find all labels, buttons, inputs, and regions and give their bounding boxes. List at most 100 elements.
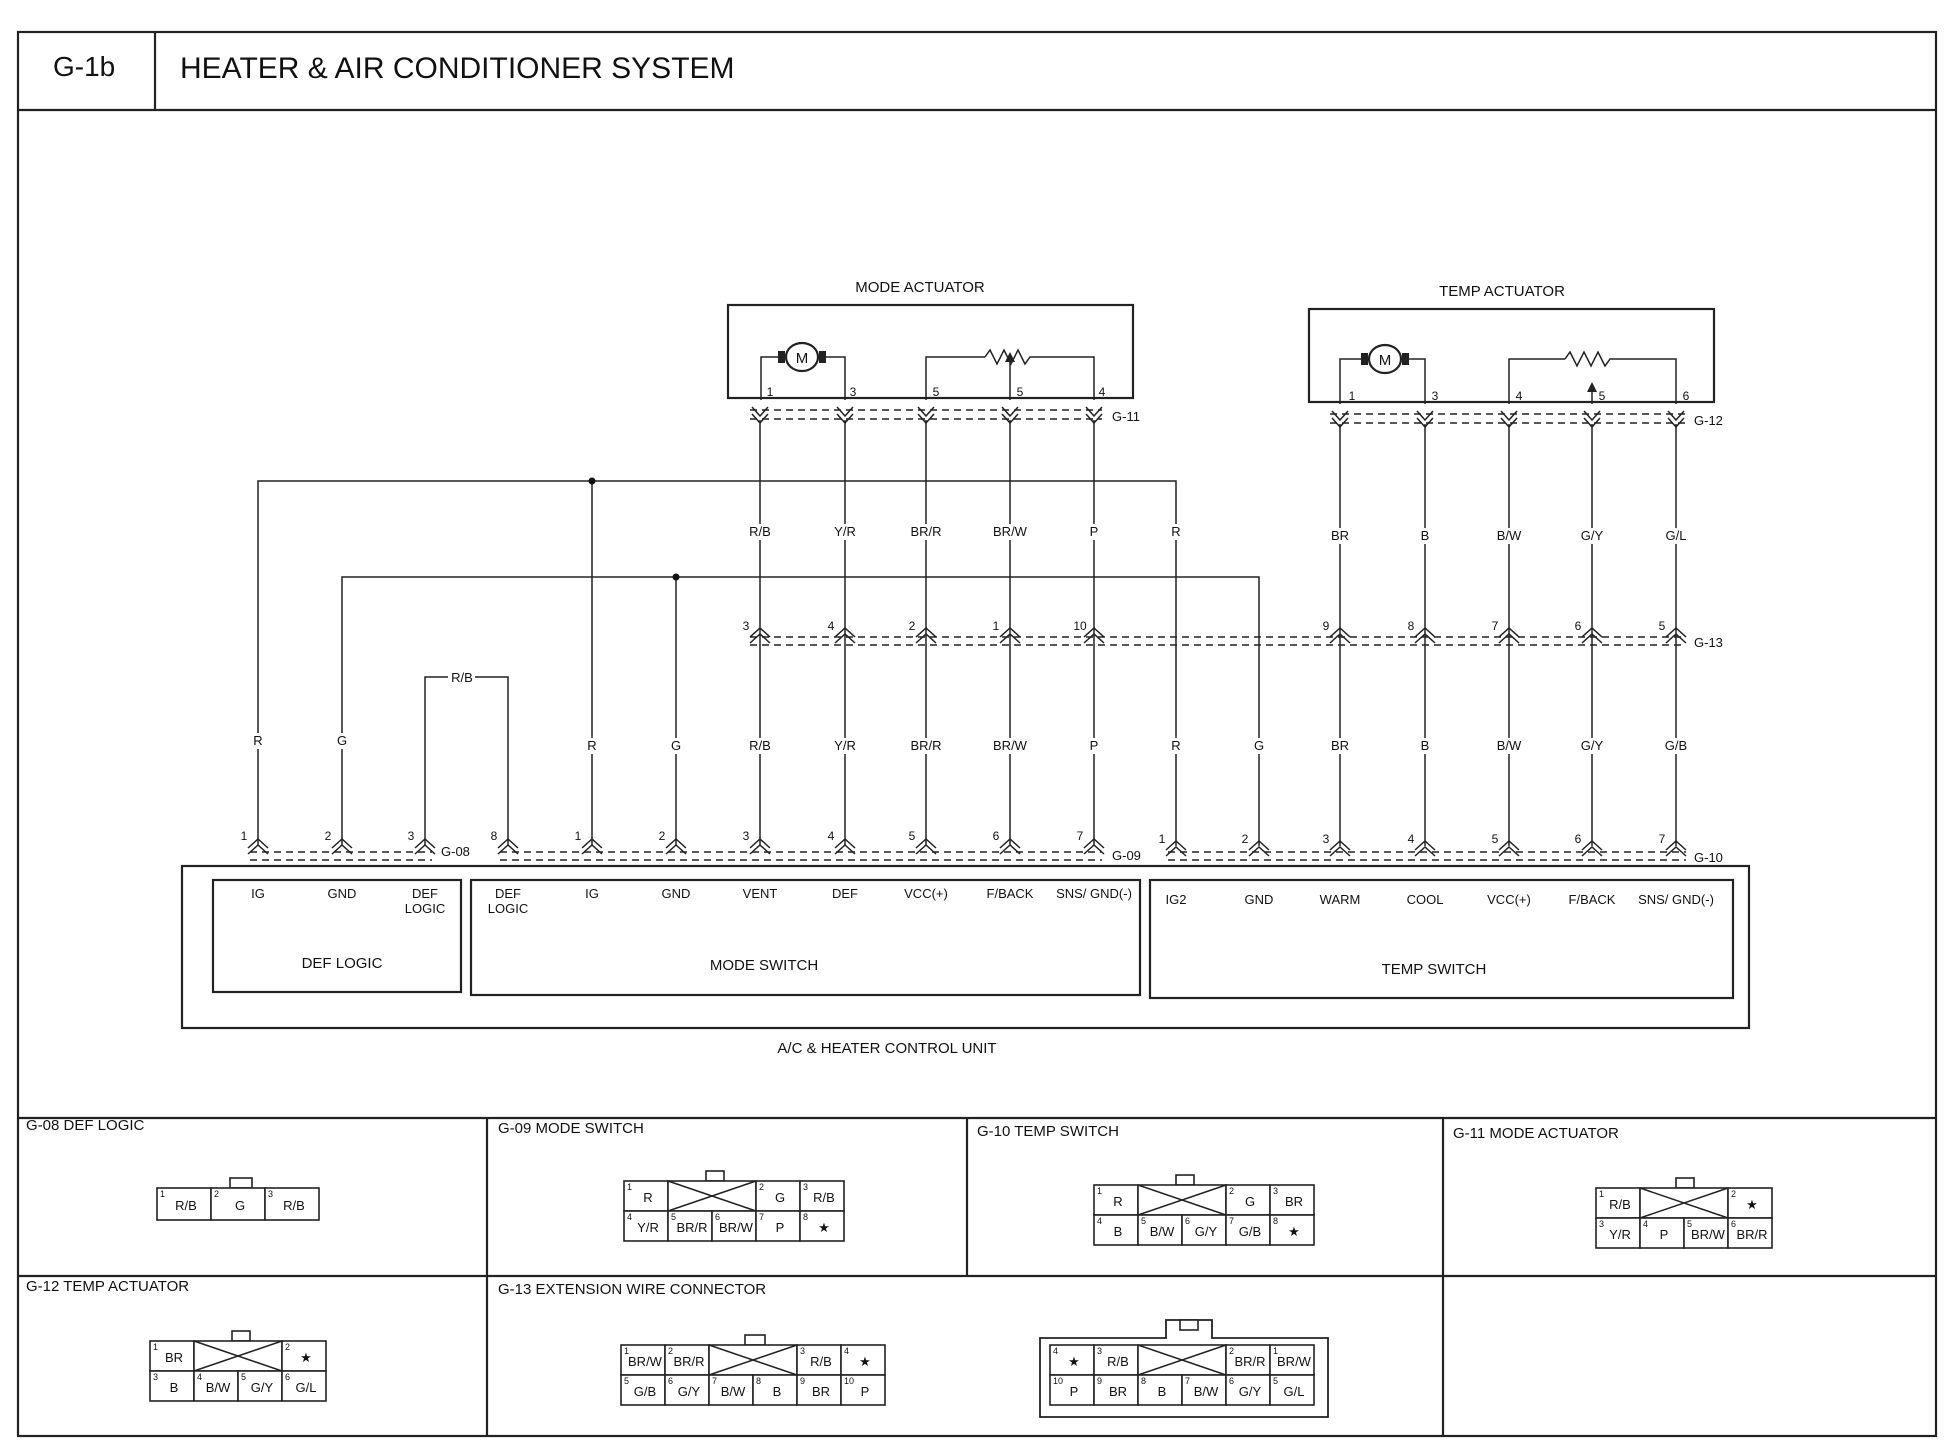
- def-logic-terminal: DEF: [412, 886, 438, 901]
- cavity-wire-color: ★: [859, 1354, 871, 1369]
- cavity-wire-color: G/B: [1239, 1224, 1261, 1239]
- cavity-number: 7: [1229, 1216, 1234, 1226]
- control-unit-label: A/C & HEATER CONTROL UNIT: [777, 1040, 996, 1057]
- cavity-wire-color: B/W: [1150, 1224, 1175, 1239]
- motor-brush: [1361, 353, 1368, 365]
- blank-cavity-cross: [667, 1180, 757, 1212]
- motor-symbol: M: [1379, 352, 1392, 369]
- wire-label-gap: [1245, 738, 1273, 754]
- connector-terminal-mark: [497, 837, 519, 849]
- temp-switch-terminal: COOL: [1407, 892, 1444, 907]
- connector-cell: [1595, 1187, 1641, 1219]
- wire-color-label: B: [1421, 738, 1430, 753]
- cavity-number: 4: [1053, 1346, 1058, 1356]
- connector-terminal-mark: [834, 626, 856, 638]
- cavity-wire-color: BR/R: [673, 1354, 704, 1369]
- g11-view-title: G-11 MODE ACTUATOR: [1453, 1125, 1619, 1142]
- wire-segment: [1615, 358, 1677, 404]
- mode-switch-terminal: LOGIC: [488, 901, 528, 916]
- wire-label-gap: [1080, 738, 1108, 754]
- connector-cell: [711, 1210, 757, 1242]
- pin-number: 3: [743, 619, 750, 633]
- pin-number: 4: [1099, 385, 1106, 399]
- pin-number: 3: [1432, 389, 1439, 403]
- wire-color-label: G/Y: [1581, 738, 1604, 753]
- blank-cavity-cross: [1639, 1187, 1729, 1219]
- connector-terminal-mark: [1248, 845, 1270, 857]
- temp-switch-terminal: GND: [1245, 892, 1274, 907]
- g13-view-title: G-13 EXTENSION WIRE CONNECTOR: [498, 1281, 766, 1298]
- cavity-wire-color: ★: [818, 1220, 830, 1235]
- pin-number: 7: [1077, 829, 1084, 843]
- pin-number: 7: [1659, 832, 1666, 846]
- connector-cell: [1049, 1374, 1095, 1406]
- connector-terminal-mark: [581, 837, 603, 849]
- wire-label-gap: [1326, 738, 1354, 754]
- connector-terminal-mark: [834, 843, 856, 855]
- wire-color-label: P: [1090, 738, 1099, 753]
- cavity-wire-color: G/Y: [1239, 1384, 1262, 1399]
- connector-lock-tab: [229, 1177, 253, 1189]
- connector-terminal-mark: [749, 837, 771, 849]
- motor-brush: [819, 351, 826, 363]
- cavity-number: 1: [1097, 1186, 1102, 1196]
- pin-number: 5: [933, 385, 940, 399]
- wire-color-label: R: [1171, 738, 1180, 753]
- wire-color-label: BR: [1331, 528, 1349, 543]
- wire-label-gap: [831, 524, 859, 540]
- connector-terminal-mark: [915, 837, 937, 849]
- wiper-arrow-icon: [1005, 352, 1015, 362]
- diagram-title: HEATER & AIR CONDITIONER SYSTEM: [180, 52, 735, 85]
- connector-terminal-mark: [1085, 413, 1103, 425]
- cavity-number: 8: [1141, 1376, 1146, 1386]
- wire-label-gap: [912, 524, 940, 540]
- cavity-wire-color: ★: [1288, 1224, 1300, 1239]
- pin-number: 4: [1516, 389, 1523, 403]
- mode-switch-terminal: IG: [585, 886, 599, 901]
- connector-terminal-mark: [1414, 626, 1436, 638]
- pin-number: 1: [993, 619, 1000, 633]
- g09-view-title: G-09 MODE SWITCH: [498, 1120, 644, 1137]
- cavity-number: 1: [624, 1346, 629, 1356]
- connector-lock-tab: [1675, 1177, 1695, 1189]
- cavity-wire-color: B/W: [721, 1384, 746, 1399]
- wire-segment: [760, 356, 780, 400]
- connector-terminal-mark: [917, 406, 935, 418]
- connector-id-g11: G-11: [1112, 409, 1140, 424]
- pin-number: 4: [828, 619, 835, 633]
- connector-cell: [1225, 1344, 1271, 1376]
- splice-dot: [672, 573, 680, 581]
- pin-number: 6: [1683, 389, 1690, 403]
- connector-cell: [1595, 1217, 1641, 1249]
- cavity-wire-color: B: [1158, 1384, 1167, 1399]
- cavity-number: 7: [759, 1212, 764, 1222]
- connector-terminal-mark: [1331, 410, 1349, 422]
- cavity-number: 5: [624, 1376, 629, 1386]
- connector-cell: [1269, 1374, 1315, 1406]
- cavity-wire-color: R/B: [810, 1354, 832, 1369]
- diagram-code: G-1b: [53, 51, 115, 82]
- connector-terminal-mark: [999, 626, 1021, 638]
- blank-cavity-cross: [1137, 1184, 1227, 1216]
- pin-number: 1: [241, 829, 248, 843]
- pin-number: 7: [1492, 619, 1499, 633]
- cavity-wire-color: BR/R: [676, 1220, 707, 1235]
- cavity-wire-color: G/L: [296, 1380, 317, 1395]
- motor-brush: [778, 351, 785, 363]
- wire-label-gap: [1578, 738, 1606, 754]
- mode-switch-terminal: DEF: [495, 886, 521, 901]
- cavity-wire-color: Y/R: [1609, 1227, 1631, 1242]
- wire-label-gap: [1495, 528, 1523, 544]
- cavity-number: 5: [1141, 1216, 1146, 1226]
- cavity-number: 3: [1273, 1186, 1278, 1196]
- cavity-wire-color: BR: [1109, 1384, 1127, 1399]
- pin-number: 9: [1323, 619, 1330, 633]
- connector-id-g08: G-08: [441, 844, 470, 859]
- connector-cell: [1093, 1344, 1139, 1376]
- wire-segment: [1407, 358, 1426, 404]
- wire-color-label: Y/R: [834, 524, 856, 539]
- connector-cell: [1225, 1184, 1271, 1216]
- pin-number: 2: [659, 829, 666, 843]
